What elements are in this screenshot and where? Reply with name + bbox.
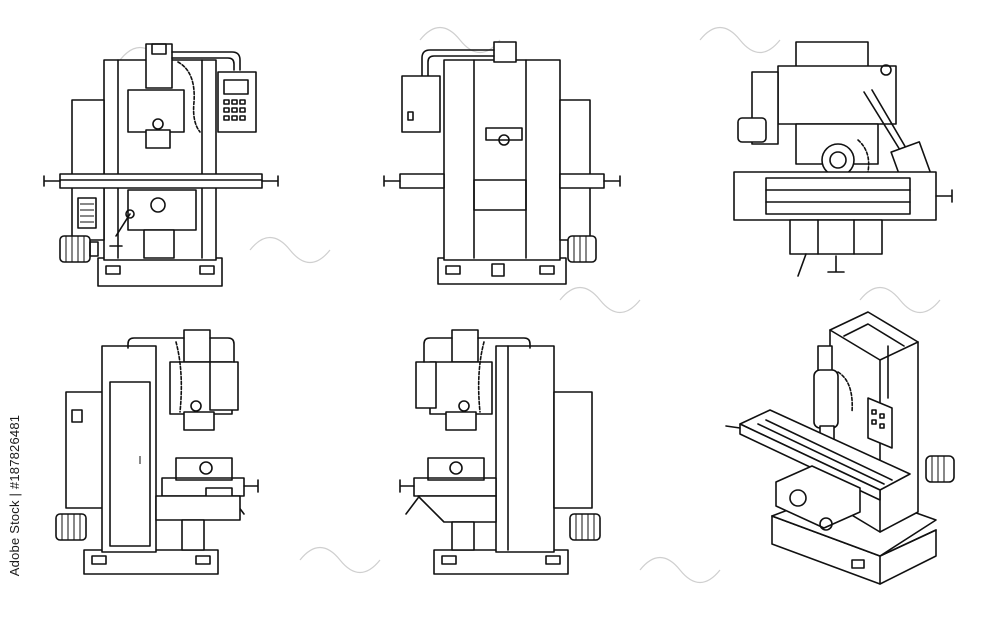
feed-motor: [569, 513, 601, 541]
side-cabinet: [553, 391, 593, 509]
coolant-hose: [127, 337, 235, 363]
watermark-logo-icon: [419, 26, 501, 54]
watermark-logo-icon: [859, 286, 941, 314]
knee-saddle: [775, 465, 861, 531]
knee-saddle: [155, 495, 241, 551]
machine-base: [83, 549, 219, 575]
front-view: [43, 43, 279, 287]
control-panel: [867, 345, 893, 449]
watermark-logo-icon: [639, 556, 721, 584]
work-table: [399, 457, 497, 515]
right-side-view: [399, 329, 601, 575]
rear-view: [383, 41, 621, 285]
column-body: [101, 345, 157, 553]
spindle-head: [169, 329, 239, 431]
work-table: [383, 173, 621, 211]
adobe-stock-watermark-pattern: [119, 26, 941, 584]
spindle-motor: [485, 41, 523, 146]
spindle-head: [795, 123, 879, 181]
watermark-text: Adobe Stock | #187826481: [7, 414, 23, 576]
side-cabinet: [71, 99, 105, 241]
coolant-hose: [171, 51, 241, 133]
machine-base: [433, 549, 569, 575]
feed-motor: [55, 513, 87, 541]
knee-saddle: [109, 189, 197, 259]
work-table: [733, 171, 953, 221]
watermark-logo-icon: [299, 546, 381, 574]
adobe-stock-id-watermark: Adobe Stock | #187826481: [4, 380, 26, 610]
feed-motor: [567, 235, 597, 263]
work-table: [43, 173, 279, 189]
spindle-motor: [127, 43, 185, 149]
spindle-head: [813, 345, 854, 441]
column-body: [495, 345, 555, 553]
side-cabinet: [559, 99, 591, 241]
feed-motor: [925, 455, 955, 483]
machine-base: [97, 257, 223, 287]
watermark-logo-icon: [559, 286, 641, 314]
coolant-hose: [423, 337, 531, 363]
top-view: [733, 41, 953, 277]
column-body: [443, 59, 561, 261]
watermark-logo-icon: [249, 236, 331, 264]
knee-saddle: [789, 219, 883, 277]
side-cabinet: [65, 391, 105, 509]
coolant-hose: [421, 49, 495, 77]
knee-saddle: [417, 495, 497, 551]
feed-motor: [59, 235, 99, 263]
machine-base: [437, 257, 567, 285]
spindle-head: [415, 329, 493, 431]
electrical-cabinet: [401, 75, 441, 133]
control-panel: [217, 71, 257, 133]
electrical-cabinet: [737, 71, 779, 145]
isometric-view: [725, 311, 955, 585]
column-top: [777, 41, 897, 125]
watermark-logo-icon: [699, 26, 781, 54]
left-side-view: [55, 329, 259, 575]
